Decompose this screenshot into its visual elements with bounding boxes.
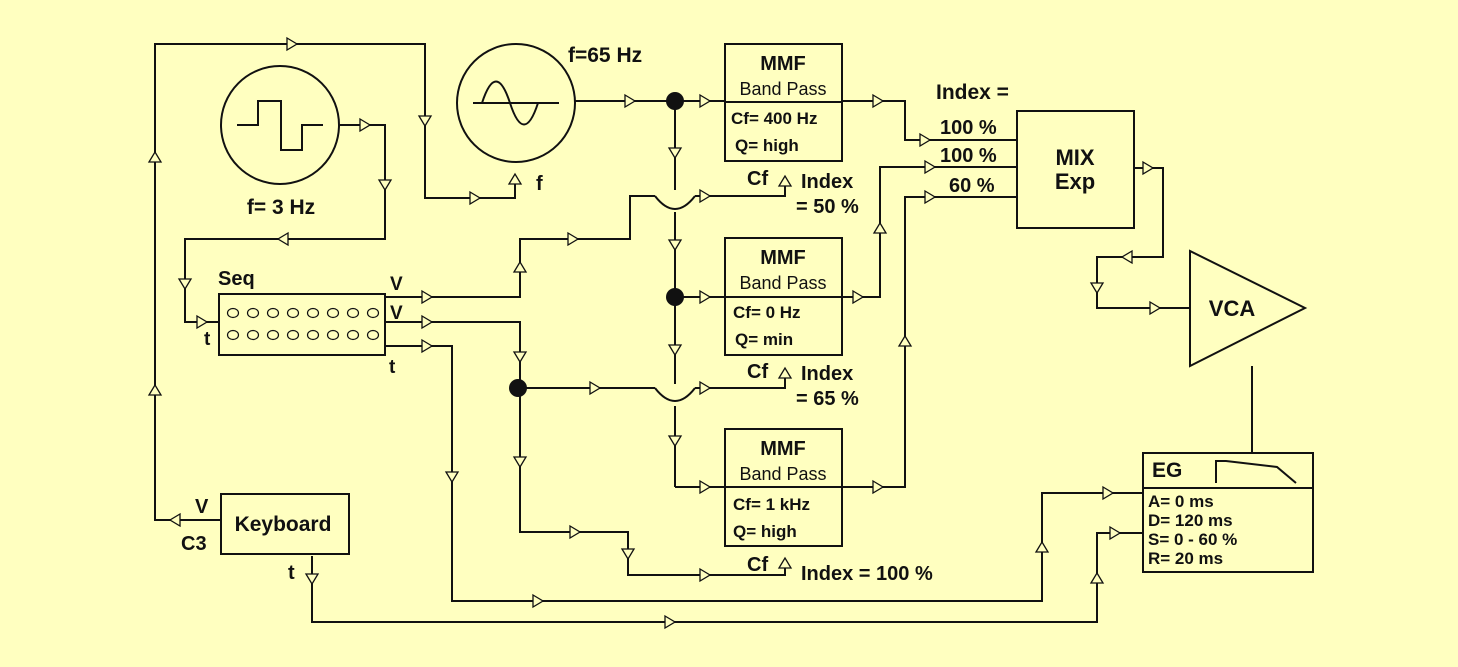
eg-decay: D= 120 ms xyxy=(1148,511,1233,530)
keyboard-module[interactable]: Keyboard V C3 t xyxy=(181,493,350,584)
mmf-3-cf-port: Cf xyxy=(747,554,768,576)
junction-dot xyxy=(509,379,527,397)
mixer-box[interactable] xyxy=(1016,110,1135,229)
mmf-2-cf-port: Cf xyxy=(747,361,768,383)
mmf-3-q: Q= high xyxy=(733,522,797,541)
mmf-filter-2[interactable]: MMF Band Pass Cf= 0 Hz Q= min Cf Index =… xyxy=(724,237,859,410)
wire-seq-t-to-eg xyxy=(385,345,1143,602)
mixer-module[interactable]: Index = 100 % 100 % 60 % MIX Exp xyxy=(936,81,1135,229)
envelope-shape-icon xyxy=(1215,460,1297,484)
mmf-2-q: Q= min xyxy=(735,330,793,349)
wire-to-mmf2-cf xyxy=(695,374,786,389)
wire-keyboard-to-vco xyxy=(154,43,516,521)
mixer-input-1-index: 100 % xyxy=(940,117,997,139)
mixer-title: MIX xyxy=(1055,145,1094,170)
square-wave-icon xyxy=(237,100,323,151)
seq-v2-port: V xyxy=(390,303,403,324)
mmf-2-index-value: = 65 % xyxy=(796,388,859,410)
envelope-generator[interactable]: EG A= 0 ms D= 120 ms S= 0 - 60 % R= 20 m… xyxy=(1142,452,1314,573)
wire-seqv1-to-mmf1-cf xyxy=(385,195,655,298)
vca-module[interactable]: VCA xyxy=(1189,249,1308,368)
junction-dot xyxy=(666,92,684,110)
keyboard-c3-port: C3 xyxy=(181,533,207,555)
mmf-1-cf: Cf= 400 Hz xyxy=(731,109,817,128)
mmf-2-cf: Cf= 0 Hz xyxy=(733,303,801,322)
eg-attack: A= 0 ms xyxy=(1148,492,1214,511)
mmf-1-q: Q= high xyxy=(735,136,799,155)
keyboard-t-port: t xyxy=(288,562,295,584)
signal-arrows xyxy=(147,36,1162,630)
mmf-3-title: MMF xyxy=(760,438,806,460)
mmf-1-mode: Band Pass xyxy=(739,79,826,99)
seq-v1-port: V xyxy=(390,274,403,295)
mixer-input-3-index: 60 % xyxy=(949,175,995,197)
lfo-frequency-label: f= 3 Hz xyxy=(247,196,315,219)
mmf-2-title: MMF xyxy=(760,247,806,269)
keyboard-v-port: V xyxy=(195,496,209,518)
wire-mmf3-to-mix xyxy=(843,196,1017,488)
eg-release: R= 20 ms xyxy=(1148,549,1223,568)
mmf-filter-1[interactable]: MMF Band Pass Cf= 400 Hz Q= high Cf Inde… xyxy=(724,43,859,218)
vca-triangle[interactable] xyxy=(1189,249,1308,368)
mmf-3-mode: Band Pass xyxy=(739,464,826,484)
mixer-mode: Exp xyxy=(1055,169,1095,194)
vco-frequency-label: f=65 Hz xyxy=(568,44,642,67)
sine-wave-icon xyxy=(481,80,539,126)
seq-title: Seq xyxy=(218,268,255,290)
sequencer-module[interactable]: Seq V V t t xyxy=(204,268,403,378)
mmf-3-cf: Cf= 1 kHz xyxy=(733,495,810,514)
mixer-index-header: Index = xyxy=(936,81,1009,104)
mmf-1-cf-port: Cf xyxy=(747,168,768,190)
vco-module[interactable]: f=65 Hz f xyxy=(456,43,642,195)
mmf-2-mode: Band Pass xyxy=(739,273,826,293)
eg-sustain: S= 0 - 60 % xyxy=(1148,530,1237,549)
seq-t-out-port: t xyxy=(389,357,396,378)
mmf-1-title: MMF xyxy=(760,53,806,75)
sequencer-step-knobs[interactable] xyxy=(226,307,380,341)
vca-title: VCA xyxy=(1209,296,1256,321)
mixer-input-2-index: 100 % xyxy=(940,145,997,167)
mmf-3-index-label: Index = 100 % xyxy=(801,563,933,585)
eg-title: EG xyxy=(1152,459,1182,482)
mmf-1-index-label: Index xyxy=(801,171,853,193)
keyboard-title: Keyboard xyxy=(235,513,332,536)
mmf-filter-3[interactable]: MMF Band Pass Cf= 1 kHz Q= high Cf Index… xyxy=(724,428,933,585)
mmf-1-index-value: = 50 % xyxy=(796,196,859,218)
keyboard-box[interactable] xyxy=(220,493,350,555)
mmf-2-index-label: Index xyxy=(801,363,853,385)
seq-t-in-port: t xyxy=(204,329,211,350)
vco-f-port-label: f xyxy=(536,173,543,195)
junction-dot xyxy=(666,288,684,306)
sequencer-box[interactable] xyxy=(218,293,386,356)
lfo-module[interactable]: f= 3 Hz xyxy=(220,65,340,219)
